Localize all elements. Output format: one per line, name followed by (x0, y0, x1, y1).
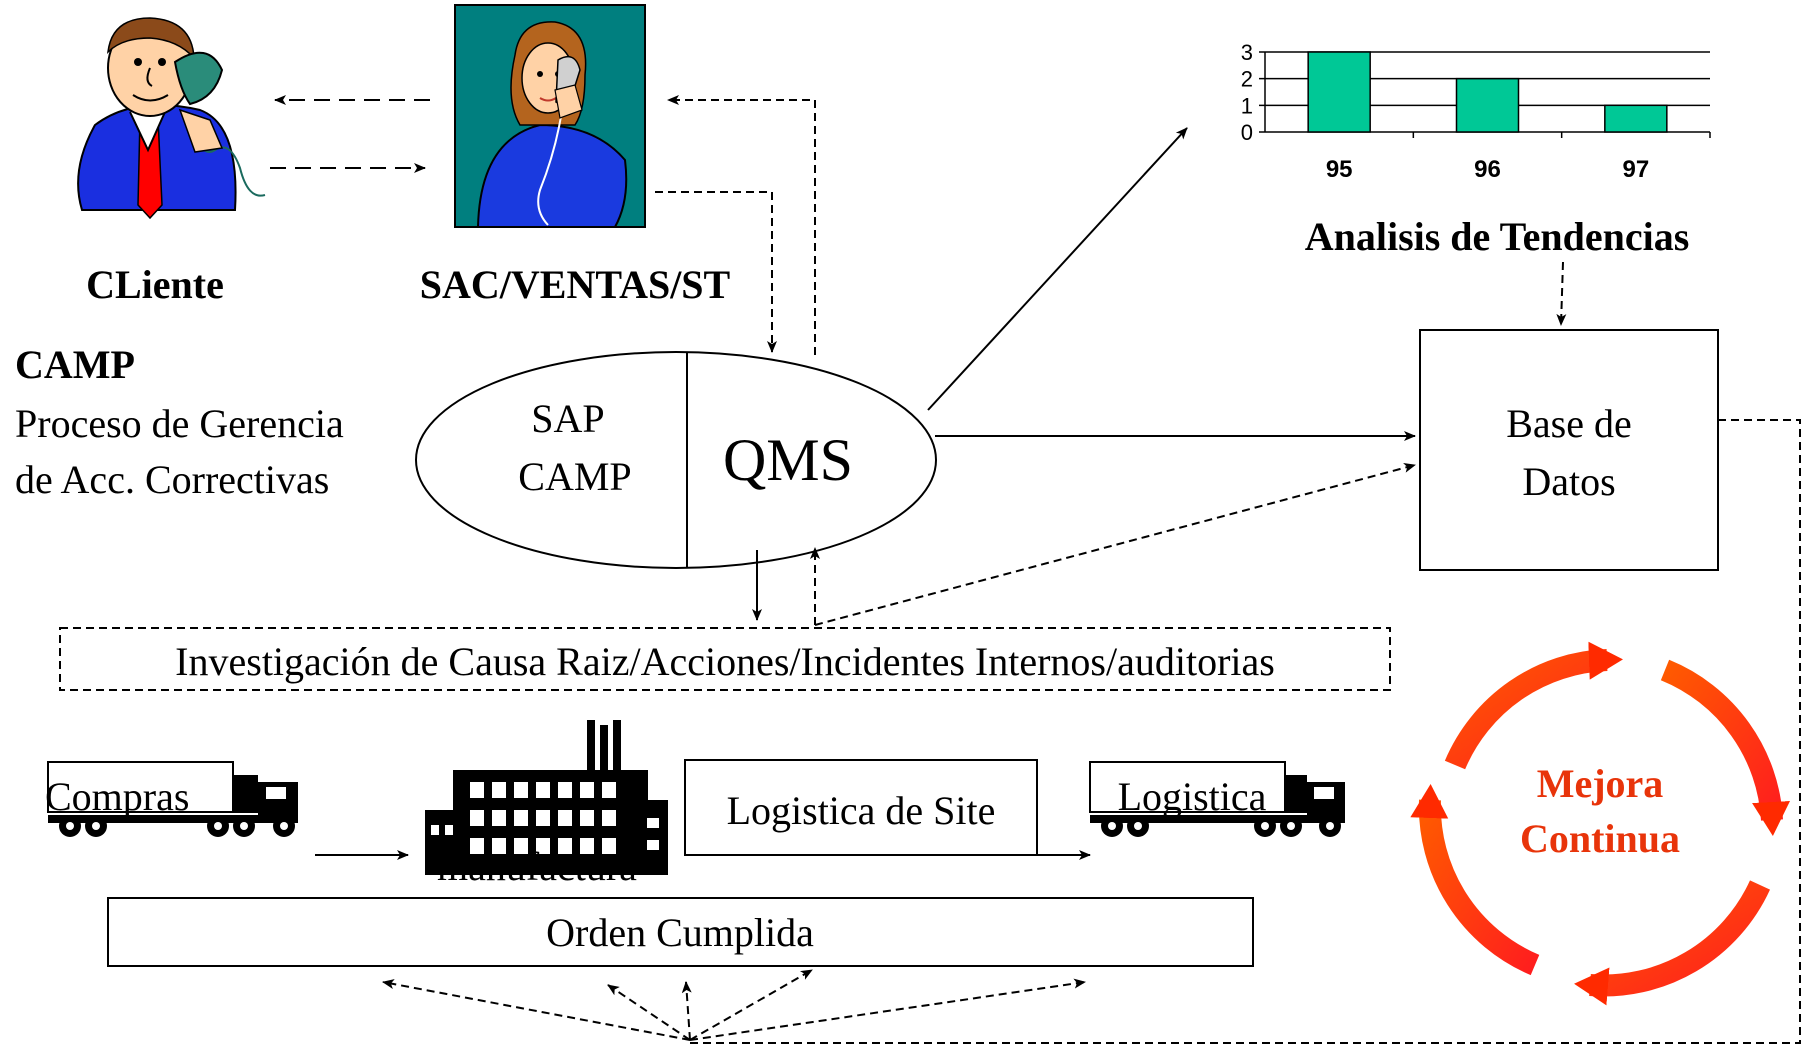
chart-x-tick-label: 96 (1474, 156, 1501, 183)
chart-x-ticks: 95 96 97 (1326, 156, 1649, 183)
truck-icon (1089, 761, 1345, 837)
chart-y-tick-label: 2 (1241, 67, 1253, 92)
sac-label: SAC/VENTAS/ST (420, 262, 731, 307)
feedback-fan-arrows (382, 969, 1086, 1041)
factory-icon (425, 720, 668, 875)
database-box: Base de Datos (1419, 329, 1719, 571)
fan-arrow-3 (681, 981, 692, 1041)
fan-arrow-5 (689, 978, 1086, 1041)
arrow-sac-to-qms (655, 191, 777, 353)
chart-y-tick-label: 1 (1241, 93, 1253, 118)
qms-label: QMS (723, 427, 853, 493)
trend-analysis-title: Analisis de Tendencias (1305, 214, 1690, 259)
chart-bar (1307, 51, 1371, 133)
camp-title: CAMP (15, 342, 135, 387)
agent-phone-icon (454, 4, 646, 228)
camp-ellipse-label: CAMP (518, 454, 631, 499)
sap-label: SAP (531, 396, 604, 441)
chart-x-tick-label: 95 (1326, 156, 1353, 183)
arrow-qms-to-trends (927, 127, 1188, 411)
chart-y-tick-label: 0 (1241, 120, 1253, 145)
chart-bars (1307, 51, 1668, 133)
mejora-label-line1: Mejora (1537, 761, 1664, 806)
site-logistics-box: Logistica de Site (684, 759, 1038, 856)
cliente-label: CLiente (86, 262, 224, 307)
chart-bar (1604, 104, 1668, 133)
cycle-arrows-icon (1410, 641, 1790, 1006)
site-logistics-label: Logistica de Site (727, 788, 996, 833)
compras-label: Compras (45, 774, 189, 819)
mejora-label-line2: Continua (1520, 816, 1680, 861)
qms-system-ellipse: SAP CAMP QMS (415, 351, 937, 569)
database-label-line1: Base de (1506, 401, 1632, 446)
arrow-trends-to-database (1556, 261, 1567, 326)
investigation-box: Investigación de Causa Raiz/Acciones/Inc… (59, 627, 1391, 691)
fan-arrow-1 (382, 979, 691, 1041)
chart-bar (1455, 77, 1520, 133)
camp-description-line1: Proceso de Gerencia (15, 401, 344, 446)
logistica-label: Logistica (1118, 774, 1267, 819)
arrow-qms-to-sac (667, 95, 816, 355)
chart-y-tick-label: 3 (1241, 40, 1253, 65)
chart-x-tick-label: 97 (1622, 156, 1649, 183)
feedback-line-database (690, 419, 1801, 1044)
order-fulfilled-box: Orden Cumplida (107, 897, 1254, 967)
order-fulfilled-label: Orden Cumplida (546, 910, 814, 955)
client-phone-icon (77, 17, 266, 220)
truck-icon (47, 761, 298, 837)
manufactura-label: manufactura (437, 844, 637, 889)
investigation-label: Investigación de Causa Raiz/Acciones/Inc… (175, 639, 1275, 684)
camp-description-line2: de Acc. Correctivas (15, 457, 329, 502)
fan-arrow-4 (689, 969, 813, 1041)
database-label-line2: Datos (1522, 459, 1615, 504)
fan-arrow-2 (607, 984, 691, 1041)
